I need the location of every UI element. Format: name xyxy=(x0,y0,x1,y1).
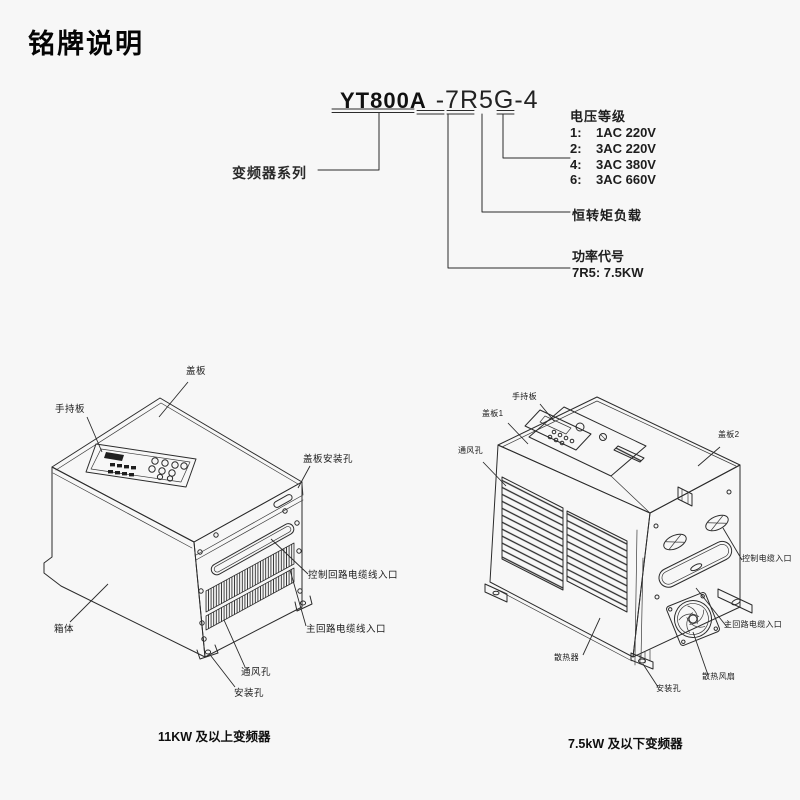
voltage-title: 电压等级 xyxy=(570,109,627,124)
label-cover-plate: 盖板 xyxy=(186,366,207,377)
label-heatsink: 散热器 xyxy=(554,653,579,662)
model-code: YT800A-7R5G-4 xyxy=(340,86,539,115)
series-label: 变频器系列 xyxy=(232,165,307,181)
cooling-fan xyxy=(666,592,720,646)
label-enclosure-body: 箱体 xyxy=(54,624,75,635)
leader-lines xyxy=(482,403,743,688)
label-vent-hole: 通风孔 xyxy=(241,667,272,678)
voltage-block: 电压等级 1: 1AC 220V 2: 3AC 220V 4: 3AC 380V… xyxy=(570,106,656,188)
label-cover-mount-hole: 盖板安装孔 xyxy=(303,454,354,465)
inverter-small-drawing xyxy=(482,396,753,688)
leader-lines xyxy=(69,381,311,688)
label-vent-hole: 通风孔 xyxy=(458,446,483,455)
page-title: 铭牌说明 xyxy=(28,29,144,59)
voltage-item: 4: 3AC 380V xyxy=(570,156,656,172)
control-knockout xyxy=(705,514,729,532)
label-control-cable-entry: 控制电缆入口 xyxy=(742,554,792,563)
power-value: 7R5: 7.5KW xyxy=(572,265,644,280)
label-cover-plate-1: 盖板1 xyxy=(482,409,504,418)
model-suffix-code: -7R5G-4 xyxy=(435,86,539,114)
label-control-cable-entry: 控制回路电缆线入口 xyxy=(308,570,399,581)
keypad-panel xyxy=(524,406,647,477)
label-cover-plate-2: 盖板2 xyxy=(718,430,740,439)
label-main-cable-entry: 主回路电缆线入口 xyxy=(306,624,387,635)
model-breakdown-lines xyxy=(317,108,571,269)
label-keypad: 手持板 xyxy=(512,392,537,401)
label-mount-hole: 安装孔 xyxy=(234,688,265,699)
voltage-item: 1: 1AC 220V xyxy=(570,125,656,140)
label-mount-hole: 安装孔 xyxy=(656,684,681,693)
keypad-panel xyxy=(85,443,197,488)
main-cable-slot xyxy=(658,540,733,588)
voltage-item: 6: 3AC 660V xyxy=(570,172,656,188)
screw-holes xyxy=(197,508,303,642)
voltage-item: 2: 3AC 220V xyxy=(570,140,656,156)
control-knockout xyxy=(663,533,687,551)
left-drawing-caption: 11KW 及以上变频器 xyxy=(158,730,271,744)
label-keypad: 手持板 xyxy=(55,404,86,415)
torque-label: 恒转矩负载 xyxy=(572,208,643,223)
inverter-large-drawing xyxy=(43,381,313,688)
label-cooling-fan: 散热风扇 xyxy=(702,672,736,681)
label-main-cable-entry: 主回路电缆入口 xyxy=(724,620,783,629)
right-drawing-caption: 7.5kW 及以下变频器 xyxy=(568,737,683,751)
power-label: 功率代号 xyxy=(572,249,625,264)
power-block: 功率代号 7R5: 7.5KW xyxy=(572,249,644,281)
